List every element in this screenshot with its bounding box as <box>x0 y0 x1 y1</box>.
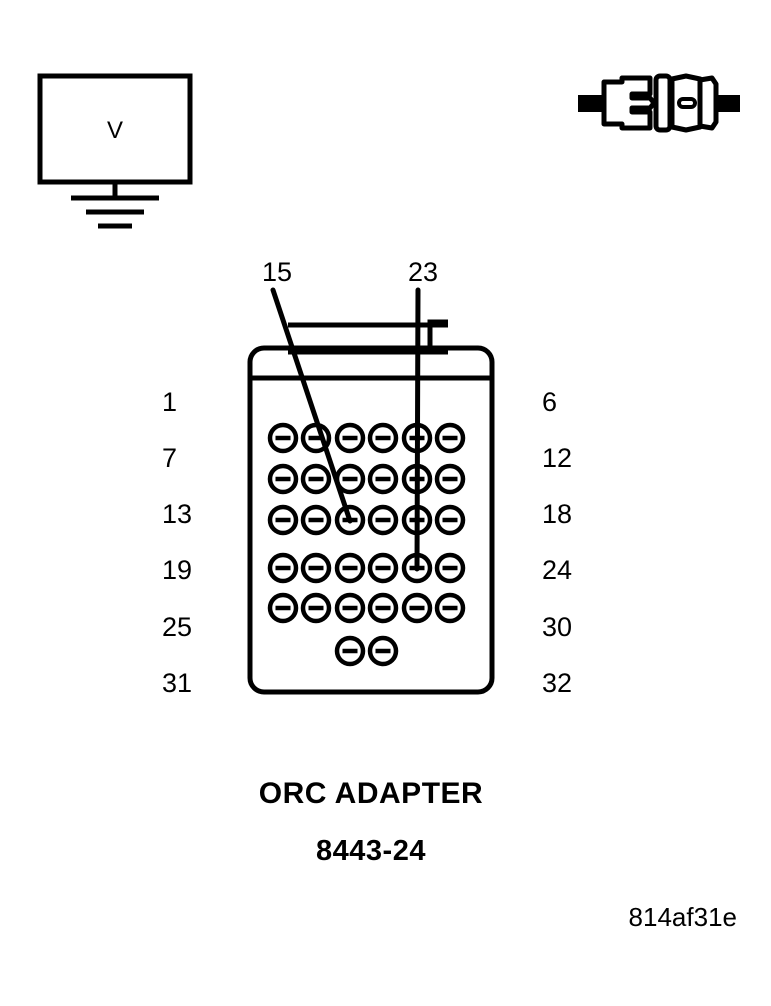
pin-r3-c2 <box>300 504 332 536</box>
pin-socket-ring <box>267 504 299 536</box>
pin-socket-ring <box>334 635 366 667</box>
callout-pin-15-label: 15 <box>262 257 292 287</box>
pin-r2-c6 <box>434 463 466 495</box>
figure-id: 814af31e <box>629 902 737 932</box>
connector-collar-ring <box>653 73 673 133</box>
pin-r2-c2 <box>300 463 332 495</box>
pin-socket-ring <box>434 463 466 495</box>
pin-label-left-19: 19 <box>162 555 192 585</box>
pin-socket-ring <box>367 635 399 667</box>
pin-socket-ring <box>367 592 399 624</box>
pin-r5-c1 <box>267 592 299 624</box>
voltmeter-label: V <box>107 117 123 144</box>
pin-r5-c2 <box>300 592 332 624</box>
pin-socket-ring <box>300 592 332 624</box>
pin-label-right-6: 6 <box>542 387 557 417</box>
pin-socket-ring <box>434 592 466 624</box>
adapter-latch-tab <box>427 319 448 352</box>
pin-label-right-24: 24 <box>542 555 572 585</box>
pin-r2-c4 <box>367 463 399 495</box>
pin-socket-ring <box>434 552 466 584</box>
pin-socket-ring <box>401 592 433 624</box>
pin-label-left-7: 7 <box>162 443 177 473</box>
pin-label-right-12: 12 <box>542 443 572 473</box>
ground-symbol <box>71 195 159 229</box>
pin-socket-ring <box>334 422 366 454</box>
pin-label-right-18: 18 <box>542 499 572 529</box>
connector-keyway-slot <box>677 97 697 109</box>
pin-socket-ring <box>334 504 366 536</box>
pin-r3-c1 <box>267 504 299 536</box>
pin-r1-c6 <box>434 422 466 454</box>
pin-r3-c6 <box>434 504 466 536</box>
pin-r5-c3 <box>334 592 366 624</box>
pin-socket-ring <box>300 463 332 495</box>
connector-left-lead <box>578 95 604 112</box>
pin-socket-ring <box>334 552 366 584</box>
connector-outer-barrel <box>697 75 719 131</box>
pin-label-right-32: 32 <box>542 668 572 698</box>
pin-label-right-30: 30 <box>542 612 572 642</box>
pin-socket-ring <box>434 504 466 536</box>
pin-r6-c1 <box>334 635 366 667</box>
pin-grid <box>267 422 466 667</box>
pin-r1-c3 <box>334 422 366 454</box>
callout-pin-23-label: 23 <box>408 257 438 287</box>
callout-pin-23-leader-line <box>414 287 421 572</box>
inline-connector-icon <box>578 73 740 133</box>
callout-pin-15-leader-line <box>270 287 353 524</box>
pin-socket-ring <box>267 552 299 584</box>
pin-socket-ring <box>367 552 399 584</box>
pin-label-left-25: 25 <box>162 612 192 642</box>
pin-r5-c5 <box>401 592 433 624</box>
pin-r1-c4 <box>367 422 399 454</box>
pin-r5-c4 <box>367 592 399 624</box>
pin-r3-c4 <box>367 504 399 536</box>
pin-r6-c2 <box>367 635 399 667</box>
pin-socket-ring <box>434 422 466 454</box>
connector-male-housing <box>601 75 657 131</box>
pin-r4-c6 <box>434 552 466 584</box>
pin-r4-c1 <box>267 552 299 584</box>
pin-socket-ring <box>267 422 299 454</box>
pin-r4-c2 <box>300 552 332 584</box>
pin-socket-ring <box>367 422 399 454</box>
pin-label-left-1: 1 <box>162 387 177 417</box>
pin-socket-ring <box>367 504 399 536</box>
adapter-body-group <box>247 319 495 695</box>
pin-socket-ring <box>267 592 299 624</box>
pin-socket-ring <box>300 504 332 536</box>
pin-label-left-31: 31 <box>162 668 192 698</box>
part-number: 8443-24 <box>316 835 426 867</box>
pin-label-left-13: 13 <box>162 499 192 529</box>
pin-r4-c3 <box>334 552 366 584</box>
pin-r4-c4 <box>367 552 399 584</box>
callout-pin-15: 15 <box>262 257 353 524</box>
right-pin-labels: 6 12 18 24 30 32 <box>542 387 572 698</box>
pin-r5-c6 <box>434 592 466 624</box>
left-pin-labels: 1 7 13 19 25 31 <box>162 387 192 698</box>
voltmeter-group: V <box>37 73 193 229</box>
pin-socket-ring <box>267 463 299 495</box>
pin-socket-ring <box>300 552 332 584</box>
connector-right-lead <box>714 95 740 112</box>
callout-pin-23: 23 <box>408 257 438 572</box>
pin-r1-c1 <box>267 422 299 454</box>
adapter-outline <box>247 345 495 695</box>
figure-title: ORC ADAPTER <box>259 777 483 810</box>
pin-socket-ring <box>334 592 366 624</box>
pin-r2-c1 <box>267 463 299 495</box>
pin-socket-ring <box>367 463 399 495</box>
